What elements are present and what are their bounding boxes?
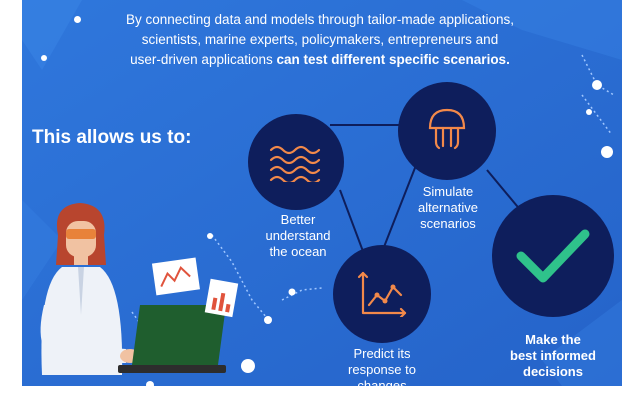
label-line: Predict its bbox=[353, 346, 411, 361]
label-line: alternative bbox=[418, 200, 478, 215]
infographic-panel: By connecting data and models through ta… bbox=[22, 0, 622, 386]
intro-line-3-normal: user-driven applications bbox=[130, 52, 277, 67]
label-line: understand bbox=[265, 228, 331, 243]
bullet-dot bbox=[74, 16, 81, 23]
label-line: Better bbox=[280, 212, 316, 227]
jellyfish-icon bbox=[428, 108, 466, 150]
simulate-scenarios-label: Simulate alternative scenarios bbox=[398, 184, 498, 232]
label-line: scenarios bbox=[420, 216, 476, 231]
headline: This allows us to: bbox=[32, 127, 192, 148]
label-line: the ocean bbox=[269, 244, 327, 259]
intro-line-3: user-driven applications can test differ… bbox=[50, 50, 590, 70]
intro-line-1: By connecting data and models through ta… bbox=[126, 12, 514, 27]
label-line: Make the bbox=[525, 332, 581, 347]
label-line: changes bbox=[357, 378, 407, 386]
scientist-illustration bbox=[40, 203, 239, 375]
simulate-scenarios-circle bbox=[398, 82, 496, 180]
understand-ocean-label: Better understand the ocean bbox=[248, 212, 348, 260]
understand-ocean-circle bbox=[248, 114, 344, 210]
informed-decisions-label: Make the best informed decisions bbox=[492, 332, 614, 380]
waves-icon bbox=[269, 145, 321, 182]
label-line: response to bbox=[348, 362, 416, 377]
intro-line-2: scientists, marine experts, policymakers… bbox=[141, 32, 499, 47]
label-line: best informed bbox=[510, 348, 596, 363]
label-line: decisions bbox=[523, 364, 583, 379]
background-decor bbox=[22, 0, 622, 386]
intro-line-3-bold: can test different specific scenarios. bbox=[276, 52, 510, 67]
label-line: Simulate bbox=[422, 184, 474, 199]
informed-decisions-circle bbox=[492, 195, 614, 317]
checkmark-icon bbox=[516, 229, 590, 283]
intro-text: By connecting data and models through ta… bbox=[50, 10, 590, 70]
predict-response-circle bbox=[333, 245, 431, 343]
predict-response-label: Predict its response to changes bbox=[332, 346, 432, 386]
line-graph-icon bbox=[357, 271, 407, 317]
